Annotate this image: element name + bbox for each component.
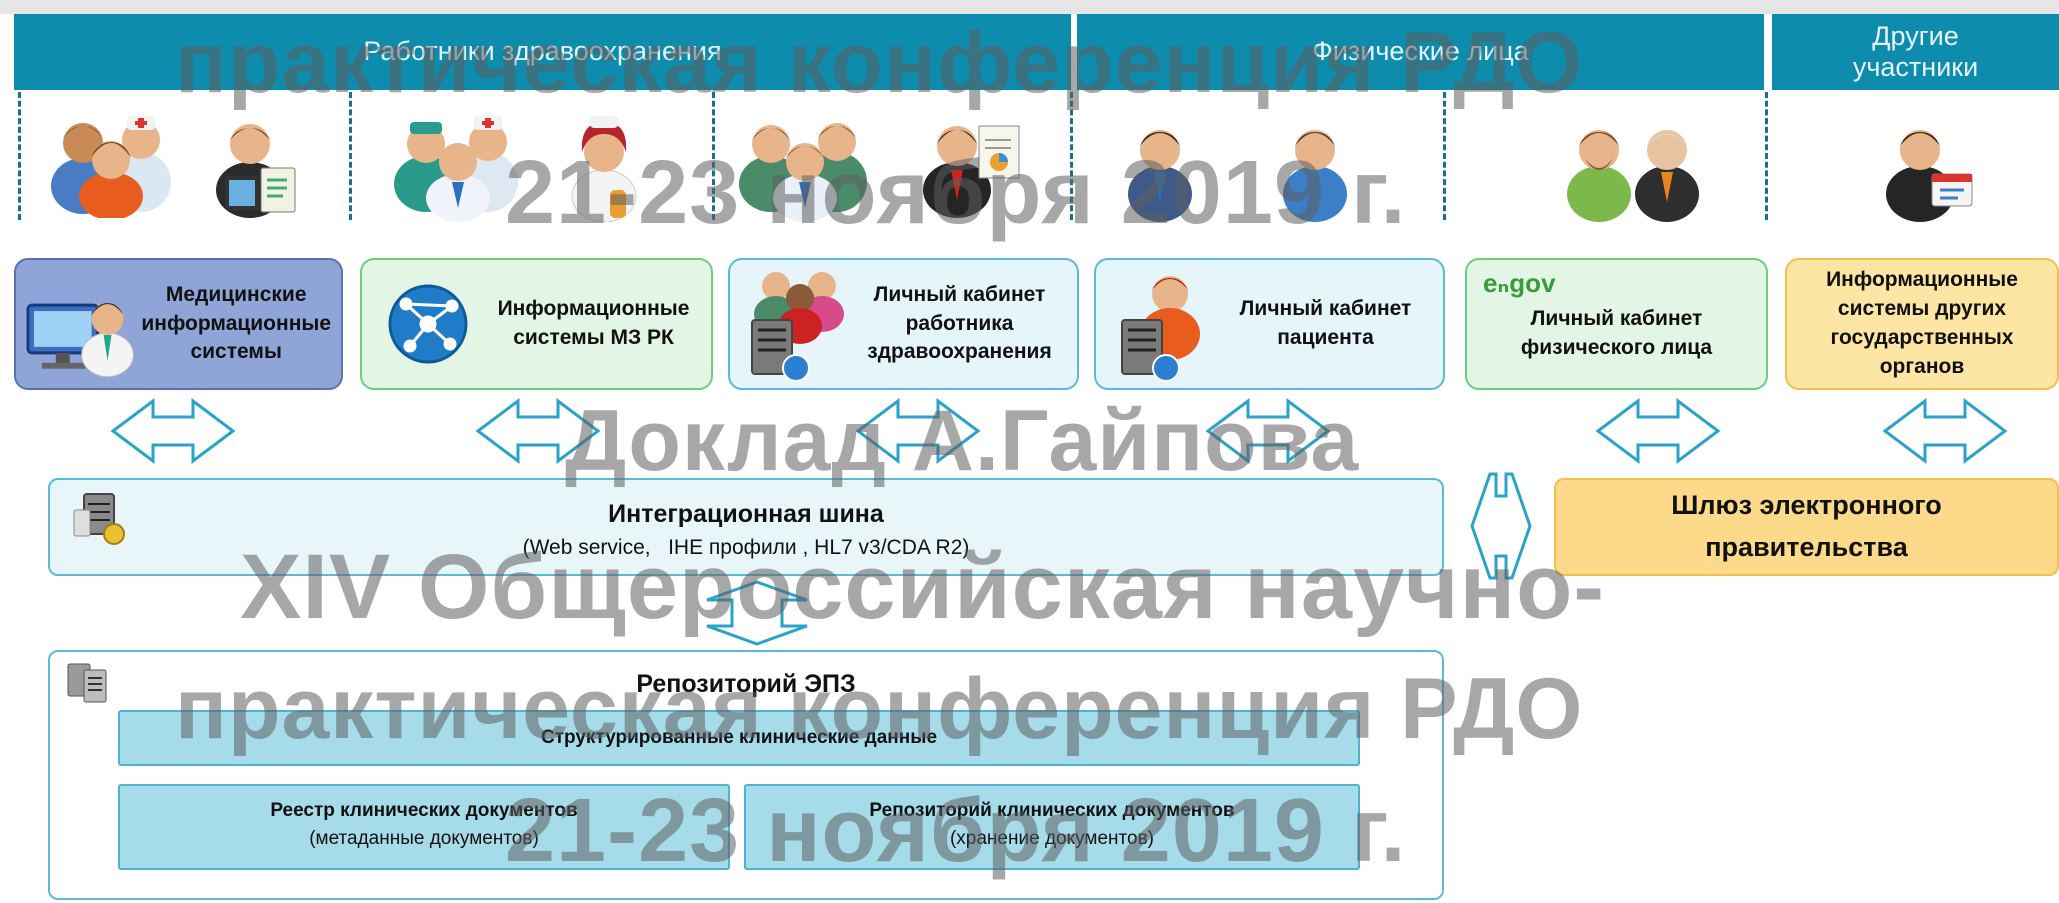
dashed-separator [1443,92,1446,220]
egov-gateway-label: Шлюз электронного правительства [1671,490,1942,562]
header-individuals: Физические лица [1077,14,1764,90]
individuals-pair-icon [1567,130,1699,222]
network-globe-icon [388,284,468,364]
card-health-worker-cabinet: Личный кабинет работника здравоохранения [728,258,1079,390]
structured-clinical-data: Структурированные клинические данные [118,710,1360,766]
bus-repo-arrow-icon [706,580,808,646]
header-health-workers: Работники здравоохранения [14,14,1071,90]
nurse-female-icon [571,116,637,222]
card-other-gov-systems-label: Информационные системы других государств… [1826,268,2018,378]
integration-bus-subtitle: (Web service, IHE профили , HL7 v3/CDA R… [522,536,970,559]
specialists-group-icon [739,123,867,222]
header-individuals-label: Физические лица [1312,36,1529,67]
bus-gateway-arrow-icon [1470,472,1532,580]
other-participant-icon [1886,130,1973,222]
server-patient-icon [1121,276,1200,382]
presenter-icon [923,125,1020,218]
card-other-gov-systems: Информационные системы других государств… [1785,258,2059,390]
header-other-label: Другие участники [1852,20,1979,82]
integration-bus-title: Интеграционная шина [608,500,884,528]
dashed-separator [1765,92,1768,220]
computer-doctor-icon [26,303,134,378]
individual-man-blue-icon [1283,130,1347,222]
clinical-document-registry-sub: (метаданные документов) [309,828,539,849]
clinical-document-registry-title: Реестр клинических документов [270,800,578,821]
card-individual-cabinet: eₙgov Личный кабинет физического лица [1465,258,1768,390]
clinical-document-repository-title: Репозиторий клинических документов [869,800,1235,821]
card-individual-cabinet-label: Личный кабинет физического лица [1520,307,1713,359]
bus-server-icon [73,493,125,545]
clinical-document-repository-sub: (хранение документов) [949,828,1155,849]
dashed-separator [18,92,21,220]
ehr-repository: Репозиторий ЭПЗ Структурированные клинич… [48,650,1444,900]
server-users-icon [751,272,844,382]
card-medical-info-systems-label: Медицинские информационные системы [141,282,331,364]
double-arrow-icon [1206,399,1330,463]
doctor-tablet-icon [216,124,296,218]
double-arrow-icon [1883,399,2007,463]
card-patient-cabinet: Личный кабинет пациента [1094,258,1445,390]
ehr-repository-title: Репозиторий ЭПЗ [636,670,856,698]
header-health-workers-label: Работники здравоохранения [363,36,722,67]
integration-bus: Интеграционная шина (Web service, IHE пр… [48,478,1444,576]
card-health-worker-cabinet-label: Личный кабинет работника здравоохранения [867,282,1052,364]
repo-server-icon [67,663,107,703]
individual-man-icon [1128,130,1192,222]
double-arrow-icon [111,399,235,463]
dashed-separator [1070,92,1073,220]
card-patient-cabinet-label: Личный кабинет пациента [1239,297,1412,349]
egov-logo: eₙgov [1483,268,1556,298]
nurses-group-icon [394,116,518,222]
header-other: Другие участники [1772,14,2059,90]
structured-clinical-data-label: Структурированные клинические данные [540,727,938,748]
clinical-document-registry: Реестр клинических документов (метаданны… [118,784,730,870]
dashed-separator [712,92,715,220]
double-arrow-icon [476,399,600,463]
top-band [0,0,2059,14]
double-arrow-icon [856,399,980,463]
dashed-separator [349,92,352,220]
card-moh-info-systems-label: Информационные системы МЗ РК [497,297,690,349]
arrows-row [111,399,2007,463]
egov-gateway: Шлюз электронного правительства [1554,478,2059,576]
double-arrow-icon [1596,399,1720,463]
doctors-group-icon [51,116,171,218]
card-medical-info-systems: Медицинские информационные системы [14,258,343,390]
card-moh-info-systems: Информационные системы МЗ РК [360,258,713,390]
clinical-document-repository: Репозиторий клинических документов (хран… [744,784,1360,870]
